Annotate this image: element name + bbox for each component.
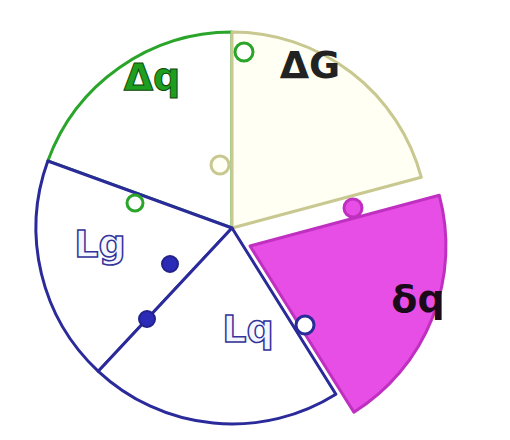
puzzle-tab (139, 311, 155, 327)
piece-label: ΔG (280, 43, 341, 87)
puzzle-tab (211, 156, 229, 174)
piece-label-holder: Δq (124, 57, 181, 99)
puzzle-tab (296, 316, 314, 334)
puzzle-tab (162, 256, 178, 272)
piece-label: Δq (124, 55, 181, 99)
piece-label: Lg (74, 222, 125, 266)
piece-label: Lq (222, 307, 273, 351)
puzzle-tab (344, 199, 362, 217)
piece-shape (98, 228, 336, 424)
piece-shape (232, 32, 421, 228)
piece-label-holder: Lq (222, 309, 273, 351)
piece-label-holder: ΔG (280, 45, 341, 87)
piece-label: δq (391, 277, 444, 321)
puzzle-piece: ΔG (228, 29, 425, 231)
piece-label-holder: Lg (74, 224, 125, 266)
puzzle-tab (235, 43, 253, 61)
piece-label-holder: δq (391, 279, 444, 321)
puzzle-tab (127, 195, 143, 211)
